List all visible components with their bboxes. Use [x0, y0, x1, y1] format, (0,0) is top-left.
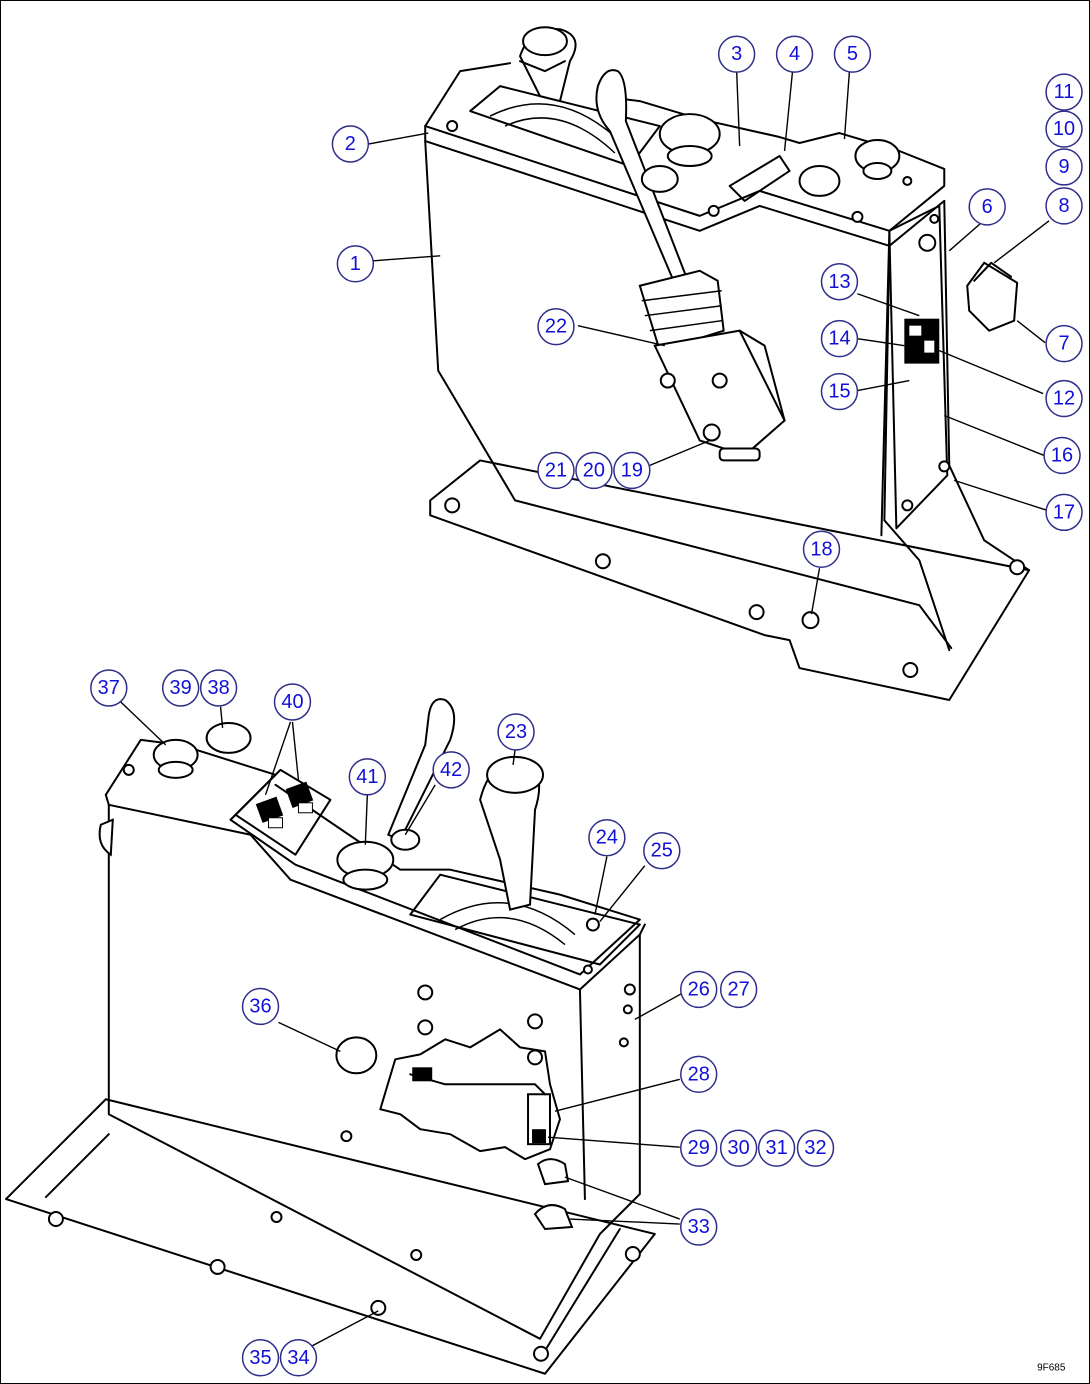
callout-12[interactable]: 12: [1045, 379, 1083, 418]
svg-text:18: 18: [810, 538, 832, 560]
callout-4[interactable]: 4: [775, 35, 814, 73]
callout-13[interactable]: 13: [820, 263, 859, 301]
callout-3[interactable]: 3: [717, 35, 756, 73]
svg-text:24: 24: [596, 827, 618, 849]
callouts: 1 2 3 4 5 6 7 8 9 10 11 12 13 14 15 16 1…: [90, 35, 1083, 1377]
svg-text:33: 33: [688, 1216, 710, 1238]
svg-text:19: 19: [621, 459, 643, 481]
callout-39[interactable]: 39: [161, 669, 200, 707]
upper-console-drawing: [424, 26, 1031, 701]
svg-text:42: 42: [440, 759, 462, 781]
callout-14[interactable]: 14: [820, 319, 859, 358]
svg-text:38: 38: [207, 677, 229, 699]
callout-30[interactable]: 30: [719, 1129, 758, 1167]
callout-25[interactable]: 25: [643, 831, 681, 870]
svg-text:28: 28: [688, 1063, 710, 1085]
svg-text:6: 6: [982, 196, 993, 218]
callout-6[interactable]: 6: [968, 188, 1006, 226]
svg-text:36: 36: [249, 995, 271, 1017]
figure-code: 9F685: [1037, 1363, 1066, 1374]
callout-23[interactable]: 23: [497, 713, 535, 751]
svg-text:7: 7: [1058, 333, 1069, 355]
svg-text:39: 39: [170, 677, 192, 699]
svg-text:35: 35: [249, 1347, 271, 1369]
callout-42[interactable]: 42: [432, 751, 470, 789]
callout-27[interactable]: 27: [719, 970, 758, 1009]
svg-text:29: 29: [688, 1137, 710, 1159]
leader-lines: [120, 71, 1050, 1348]
callout-33[interactable]: 33: [680, 1208, 718, 1246]
callout-18[interactable]: 18: [802, 530, 841, 568]
svg-text:10: 10: [1053, 118, 1075, 140]
callout-29[interactable]: 29: [680, 1129, 718, 1167]
svg-text:22: 22: [545, 316, 567, 338]
svg-text:9: 9: [1058, 156, 1069, 178]
svg-text:13: 13: [828, 271, 850, 293]
svg-text:31: 31: [765, 1137, 787, 1159]
svg-text:40: 40: [281, 691, 303, 713]
callout-9[interactable]: 9: [1045, 148, 1083, 186]
svg-text:25: 25: [651, 840, 673, 862]
callout-41[interactable]: 41: [348, 758, 387, 796]
svg-text:14: 14: [828, 328, 850, 350]
callout-32[interactable]: 32: [796, 1129, 835, 1167]
svg-text:30: 30: [728, 1137, 750, 1159]
svg-text:2: 2: [345, 133, 356, 155]
callout-11[interactable]: 11: [1045, 73, 1083, 111]
svg-text:3: 3: [731, 43, 742, 65]
callout-36[interactable]: 36: [241, 987, 280, 1026]
callout-26[interactable]: 26: [680, 970, 718, 1009]
callout-1[interactable]: 1: [336, 245, 375, 283]
callout-28[interactable]: 28: [680, 1055, 718, 1094]
svg-text:20: 20: [583, 459, 605, 481]
callout-20[interactable]: 20: [575, 451, 613, 490]
callout-16[interactable]: 16: [1043, 436, 1081, 475]
callout-15[interactable]: 15: [820, 372, 859, 411]
svg-text:8: 8: [1058, 195, 1069, 217]
callout-17[interactable]: 17: [1045, 493, 1083, 532]
lower-console-drawing: [4, 698, 656, 1375]
svg-text:12: 12: [1053, 388, 1075, 410]
svg-text:26: 26: [688, 978, 710, 1000]
svg-text:37: 37: [98, 677, 120, 699]
callout-34[interactable]: 34: [279, 1339, 318, 1377]
callout-37[interactable]: 37: [90, 669, 128, 707]
svg-text:4: 4: [789, 43, 800, 65]
callout-38[interactable]: 38: [199, 669, 238, 707]
callout-8[interactable]: 8: [1045, 187, 1083, 225]
callout-21[interactable]: 21: [537, 451, 575, 490]
svg-text:23: 23: [505, 721, 527, 743]
callout-40[interactable]: 40: [273, 683, 312, 721]
svg-text:21: 21: [545, 459, 567, 481]
callout-10[interactable]: 10: [1045, 110, 1083, 148]
callout-19[interactable]: 19: [613, 451, 651, 490]
callout-22[interactable]: 22: [537, 307, 575, 346]
callout-31[interactable]: 31: [757, 1129, 796, 1167]
svg-text:1: 1: [350, 253, 361, 275]
svg-text:27: 27: [728, 978, 750, 1000]
svg-text:15: 15: [828, 381, 850, 403]
callout-24[interactable]: 24: [588, 819, 626, 857]
callout-35[interactable]: 35: [241, 1339, 280, 1377]
callout-2[interactable]: 2: [331, 125, 370, 163]
svg-text:34: 34: [287, 1347, 309, 1369]
svg-text:41: 41: [356, 766, 378, 788]
callout-7[interactable]: 7: [1045, 324, 1083, 363]
svg-text:5: 5: [847, 43, 858, 65]
callout-5[interactable]: 5: [833, 35, 872, 73]
svg-text:32: 32: [804, 1137, 826, 1159]
svg-text:17: 17: [1053, 501, 1075, 523]
svg-text:11: 11: [1054, 81, 1075, 103]
svg-text:16: 16: [1051, 444, 1073, 466]
